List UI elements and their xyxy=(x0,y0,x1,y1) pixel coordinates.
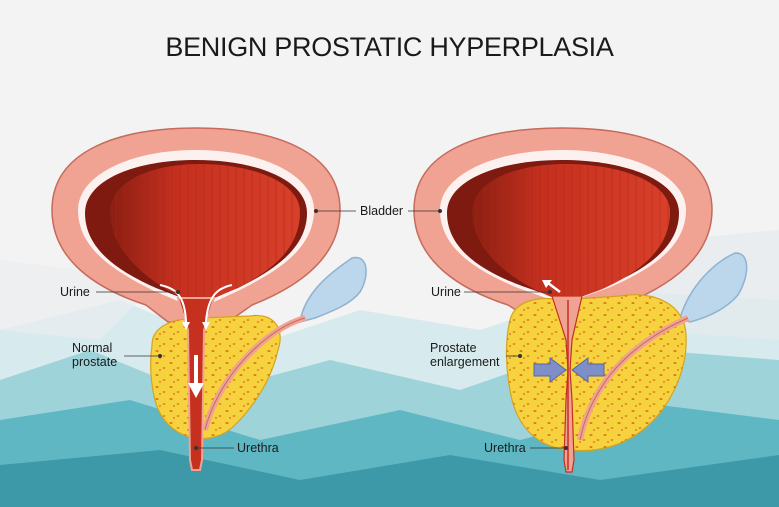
label-urethra-right: Urethra xyxy=(484,441,526,455)
seminal-vesicle-left xyxy=(299,256,367,324)
compression-arrow-left xyxy=(533,357,567,383)
urine-flow-arrows-left xyxy=(159,284,233,323)
normal-anatomy xyxy=(51,127,367,471)
urine-flow-blocked xyxy=(547,282,561,293)
label-normal-prostate-line1: Normal xyxy=(72,341,113,355)
label-prostate-enlargement-line2: enlargement xyxy=(430,355,500,369)
compression-arrow-right xyxy=(571,357,605,383)
label-prostate-enlargement: Prostate enlargement xyxy=(430,341,500,369)
label-urine-left: Urine xyxy=(60,285,90,299)
label-bladder: Bladder xyxy=(360,204,404,218)
label-urethra-left: Urethra xyxy=(237,441,279,455)
diagram-title: BENIGN PROSTATIC HYPERPLASIA xyxy=(165,32,614,62)
bph-anatomy xyxy=(413,127,748,473)
leader-lines xyxy=(96,208,569,450)
label-normal-prostate-line2: prostate xyxy=(72,355,118,369)
label-urine-right: Urine xyxy=(431,285,461,299)
label-prostate-enlargement-line1: Prostate xyxy=(430,341,477,355)
label-normal-prostate: Normal prostate xyxy=(72,341,117,369)
seminal-vesicle-right xyxy=(679,252,748,323)
